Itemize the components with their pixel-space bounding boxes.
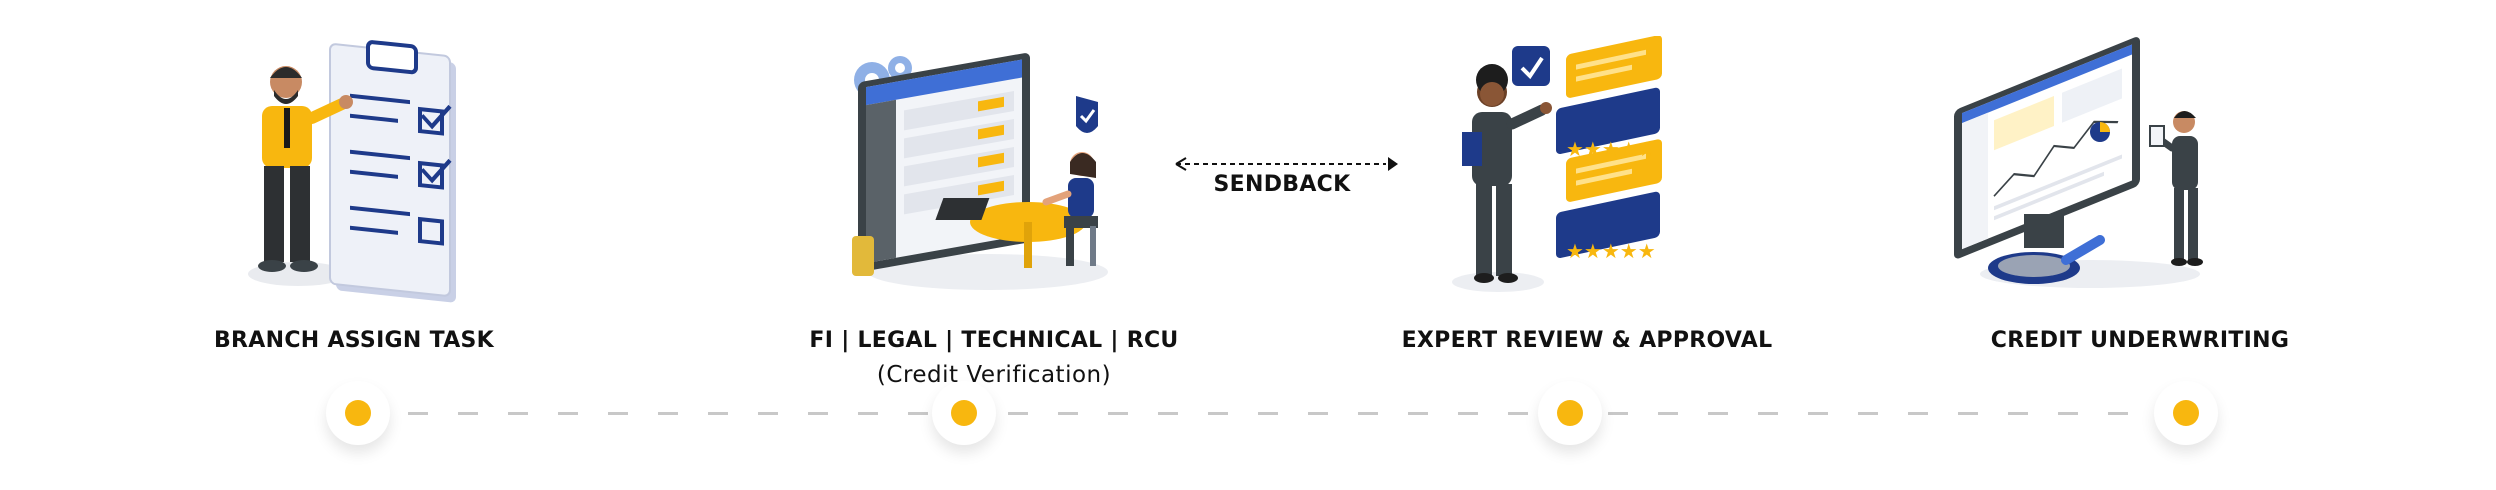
timeline-dot bbox=[2173, 400, 2199, 426]
step-3-label: EXPERT REVIEW & APPROVAL bbox=[1402, 324, 1773, 358]
step-1-label: BRANCH ASSIGN TASK bbox=[214, 324, 494, 358]
timeline-dot bbox=[951, 400, 977, 426]
timeline-dashed-line bbox=[358, 412, 2208, 415]
verification-desk-icon bbox=[852, 53, 1108, 290]
timeline-node-1 bbox=[326, 381, 390, 445]
review-rating-icon: ★★★★★ ★★★★★ bbox=[1452, 36, 1662, 292]
sendback-label: SENDBACK bbox=[1213, 172, 1351, 197]
analytics-dashboard-icon bbox=[1954, 37, 2203, 288]
step-4-title: CREDIT UNDERWRITING bbox=[1990, 328, 2290, 353]
timeline-node-2 bbox=[932, 381, 996, 445]
step-4-label: CREDIT UNDERWRITING bbox=[1991, 324, 2290, 358]
step-2-title: FI | LEGAL | TECHNICAL | RCU bbox=[809, 328, 1179, 353]
timeline-node-3 bbox=[1538, 381, 1602, 445]
svg-text:★★★★★: ★★★★★ bbox=[1566, 239, 1656, 263]
checklist-clipboard-icon bbox=[248, 40, 456, 303]
timeline-dot bbox=[1557, 400, 1583, 426]
step-3-title: EXPERT REVIEW & APPROVAL bbox=[1401, 328, 1773, 353]
step-1-title: BRANCH ASSIGN TASK bbox=[213, 328, 495, 353]
step-2-label: FI | LEGAL | TECHNICAL | RCU (Credit Ver… bbox=[809, 324, 1178, 392]
step-2-subtitle: (Credit Verification) bbox=[876, 362, 1112, 388]
timeline-node-4 bbox=[2154, 381, 2218, 445]
sendback-arrow bbox=[1175, 157, 1398, 171]
svg-text:★★★★★: ★★★★★ bbox=[1566, 137, 1656, 161]
timeline-dot bbox=[345, 400, 371, 426]
